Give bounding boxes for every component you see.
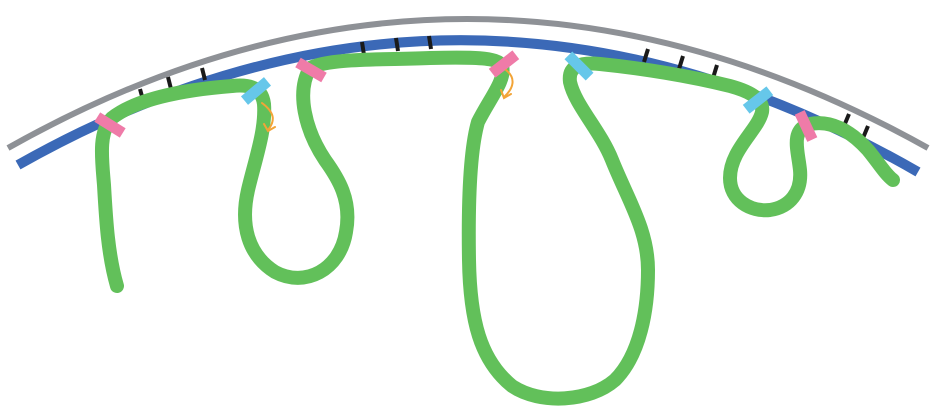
tick-mark <box>429 36 431 49</box>
tick-mark <box>396 38 398 51</box>
